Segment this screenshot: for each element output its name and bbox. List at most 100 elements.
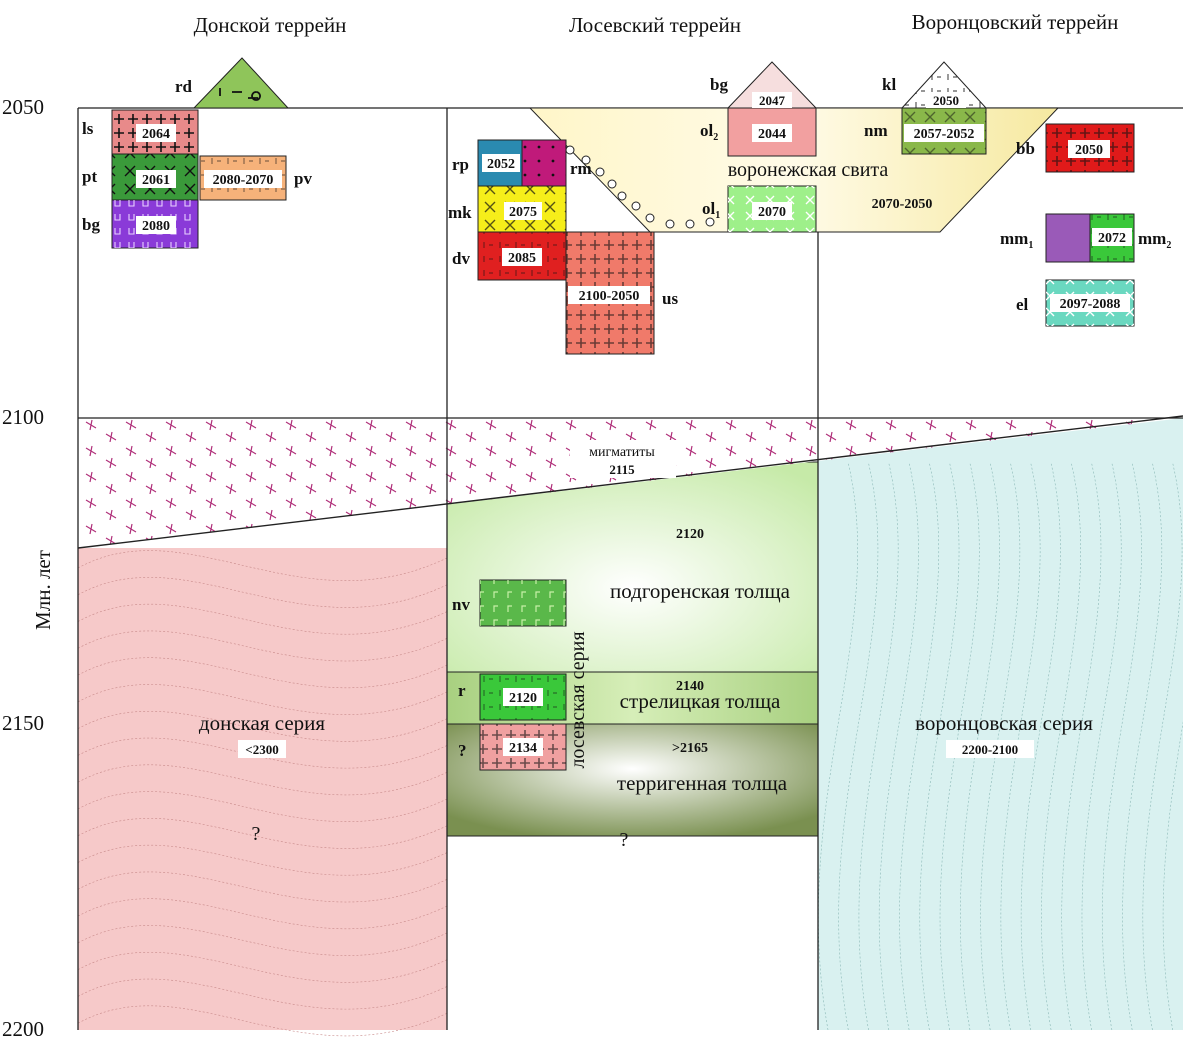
terrane-title-vor: Воронцовский террейн: [912, 10, 1119, 34]
axis-label: Млн. лет: [31, 550, 55, 630]
don-series-label: донская серия: [199, 711, 325, 735]
age-rp: 2052: [487, 157, 515, 172]
texture-line: [77, 898, 448, 930]
texture-line: [77, 764, 448, 796]
bg-los-unit: [727, 107, 817, 157]
texture-line: [77, 737, 448, 769]
texture-line: [939, 461, 980, 1031]
texture-line: [1142, 461, 1183, 1031]
texture-line: [1000, 461, 1041, 1031]
texture-line: [77, 603, 448, 635]
age-nm: 2057-2052: [914, 127, 975, 142]
texture-line: [77, 925, 448, 956]
age-bg-los: 2047: [759, 93, 786, 108]
vor-series-label: воронцовская серия: [915, 711, 1093, 735]
code-mk: mk: [448, 203, 472, 222]
code-rp: rp: [452, 155, 469, 174]
texture-line: [77, 952, 448, 983]
age-ol1: 2070: [758, 205, 786, 220]
code-pv: pv: [294, 169, 312, 188]
age-pt: 2061: [142, 173, 170, 188]
texture-line: [77, 818, 448, 849]
axis-tick-2150: 2150: [2, 711, 44, 735]
code-dv: dv: [452, 249, 470, 268]
texture-line: [77, 577, 448, 608]
texture-line: [77, 630, 448, 662]
code-rm: rm: [570, 159, 592, 178]
voronezh-suite-label: воронежская свита: [728, 159, 889, 181]
migmatites-age: 2115: [609, 462, 635, 477]
code-us: us: [662, 289, 678, 308]
texture-line: [960, 461, 1000, 1031]
texture-line: [919, 461, 960, 1031]
podgorensk-label: подгоренская толща: [610, 579, 791, 603]
code-kl: kl: [882, 75, 896, 94]
age-kl: 2050: [933, 93, 959, 108]
age-us: 2100-2050: [579, 289, 640, 304]
voronezh-suite-age: 2070-2050: [872, 197, 933, 212]
code-mm2: mm2: [1138, 229, 1171, 251]
strelitsk-label: стрелицкая толща: [620, 689, 781, 713]
age-el: 2097-2088: [1060, 297, 1121, 312]
axis-tick-2200: 2200: [2, 1017, 44, 1039]
texture-line: [77, 684, 448, 715]
texture-line: [1101, 461, 1142, 1031]
texture-line: [77, 550, 448, 581]
texture-line: [858, 461, 899, 1031]
don-series-age: <2300: [245, 742, 278, 757]
age-dv: 2085: [508, 251, 536, 266]
terrigen-label: терригенная толща: [617, 771, 788, 795]
code-ls: ls: [82, 119, 94, 138]
age-bb: 2050: [1075, 143, 1103, 158]
code-nv: nv: [452, 595, 470, 614]
code-bb: bb: [1016, 139, 1035, 158]
age-bg-don: 2080: [142, 219, 170, 234]
texture-line: [1162, 721, 1183, 1031]
texture-line: [1020, 461, 1061, 1031]
age-pv: 2080-2070: [213, 173, 274, 188]
axis-tick-2100: 2100: [2, 405, 44, 429]
texture-line: [77, 871, 448, 903]
age-ol2: 2044: [758, 127, 786, 142]
code-bg-los: bg: [710, 75, 728, 94]
age-r: 2120: [509, 691, 537, 706]
texture-line: [77, 1005, 448, 1037]
age-mk: 2075: [509, 205, 537, 220]
code-el: el: [1016, 295, 1029, 314]
texture-line: [77, 791, 448, 822]
vor-series-texture: [818, 461, 1183, 1031]
texture-line: [77, 844, 448, 876]
texture-line: [1081, 461, 1122, 1031]
losevsk-series-label: лосевская серия: [567, 631, 589, 768]
code-r: r: [458, 681, 466, 700]
axis-tick-2050: 2050: [2, 95, 44, 119]
don-series-area: [78, 548, 447, 1030]
age-ls: 2064: [142, 127, 170, 142]
vor-series-area: [818, 418, 1183, 1030]
terrane-title-don: Донской террейн: [194, 13, 347, 37]
age-mm2: 2072: [1098, 231, 1126, 246]
texture-line: [77, 657, 448, 689]
los-question: ?: [620, 829, 629, 851]
voronezh-suite-pebbles: [565, 145, 715, 229]
strelitsk-age: 2140: [676, 679, 704, 694]
mm1-unit: [1045, 213, 1091, 263]
code-pt: pt: [82, 167, 97, 186]
terrigen-age: >2165: [672, 741, 708, 756]
vor-series-age: 2200-2100: [962, 742, 1018, 757]
terrane-title-los: Лосевский террейн: [569, 13, 741, 37]
code-bg-don: bg: [82, 215, 100, 234]
code-ol1: ol1: [702, 199, 720, 221]
texture-line: [818, 461, 858, 1031]
texture-line: [1041, 461, 1081, 1031]
texture-line: [77, 978, 448, 1010]
don-question: ?: [252, 823, 261, 845]
code-ol2: ol2: [700, 121, 718, 143]
texture-line: [899, 461, 940, 1031]
migmatites-label: мигматиты: [589, 445, 655, 460]
rd-triangle: [192, 57, 290, 109]
code-mm1: mm1: [1000, 229, 1033, 251]
texture-line: [77, 711, 448, 742]
